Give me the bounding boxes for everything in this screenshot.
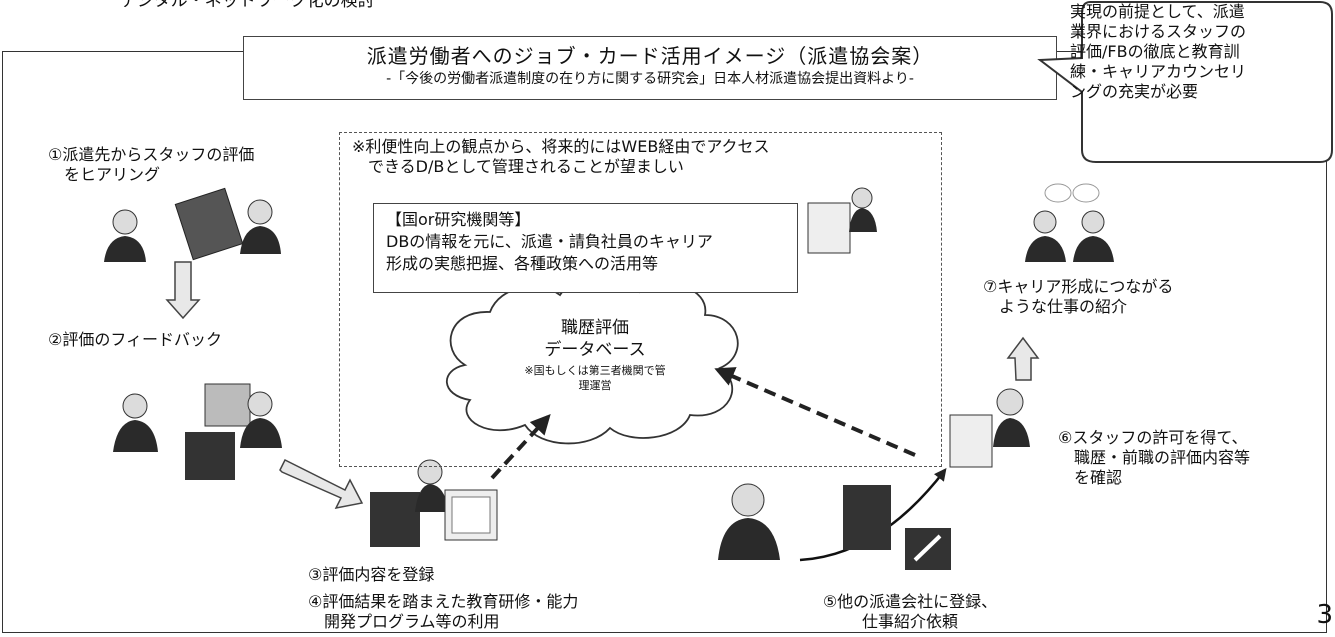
- person-icon-step7b: [1073, 210, 1114, 262]
- cloud-title: 職歴評価 データベース: [544, 318, 646, 360]
- person-icon-step7a: [1025, 210, 1066, 262]
- step2-label: ②評価のフィードバック: [48, 330, 223, 349]
- diagonal-arrow-to-step3: [279, 458, 364, 510]
- computer-icon-step6: [949, 388, 1030, 468]
- callout-bubble: [1037, 0, 1333, 163]
- computer-icon-db: [807, 187, 877, 254]
- document-icon-step2: [185, 383, 251, 480]
- diagram-subtitle: -「今後の労働者派遣制度の在り方に関する研究会」日本人材派遣協会提出資料より-: [386, 71, 914, 87]
- info-box-text: 【国or研究機関等】 DBの情報を元に、派遣・請負社員のキャリア 形成の実態把握…: [386, 210, 713, 273]
- cloud-note: ※国もしくは第三者機関で管 理運営: [524, 364, 666, 392]
- title-box: 派遣労働者へのジョブ・カード活用イメージ（派遣協会案） -「今後の労働者派遣制度…: [243, 36, 1057, 100]
- database-area: [339, 132, 942, 467]
- person-icon-step5: [718, 483, 780, 560]
- dashed-arrow-to-db: [490, 414, 551, 480]
- person-icon-step2a: [113, 393, 158, 452]
- page-number: 3: [1316, 600, 1333, 630]
- slide-header: デジタル・ネットワーク化の検討: [120, 0, 375, 11]
- document-icon-step1: [174, 187, 244, 261]
- dashed-arrow-from-db: [714, 367, 916, 457]
- diagram-title: 派遣労働者へのジョブ・カード活用イメージ（派遣協会案）: [366, 44, 934, 68]
- computer-icon-step3: [370, 459, 498, 547]
- info-box-research: 【国or研究機関等】 DBの情報を元に、派遣・請負社員のキャリア 形成の実態把握…: [373, 203, 798, 293]
- step6-label: ⑥スタッフの許可を得て、 職歴・前職の評価内容等 を確認: [1058, 428, 1251, 487]
- person-icon-step1b: [240, 199, 281, 254]
- document-icon-step5: [843, 485, 951, 570]
- db-area-note: ※利便性向上の観点から、将来的にはWEB経由でアクセス できるD/Bとして管理さ…: [352, 137, 770, 176]
- speech-bubbles-step7: [1044, 183, 1100, 203]
- step3-label: ③評価内容を登録: [308, 565, 435, 584]
- step7-label: ⑦キャリア形成につながる ような仕事の紹介: [983, 277, 1174, 316]
- person-icon-step2b: [240, 391, 282, 448]
- step4-label: ④評価結果を踏まえた教育研修・能力 開発プログラム等の利用: [308, 592, 579, 631]
- dashed-arrows: [490, 367, 916, 480]
- down-arrow-step1-step2: [165, 261, 201, 320]
- step1-label: ①派遣先からスタッフの評価 をヒアリング: [48, 145, 255, 184]
- up-arrow-to-step7: [1006, 336, 1040, 381]
- step5-label: ⑤他の派遣会社に登録、 仕事紹介依頼: [822, 592, 998, 631]
- callout-text: 実現の前提として、派遣 業界におけるスタッフの 評価/FBの徹底と教育訓 練・キ…: [1070, 2, 1247, 101]
- person-icon-step1a: [104, 209, 146, 262]
